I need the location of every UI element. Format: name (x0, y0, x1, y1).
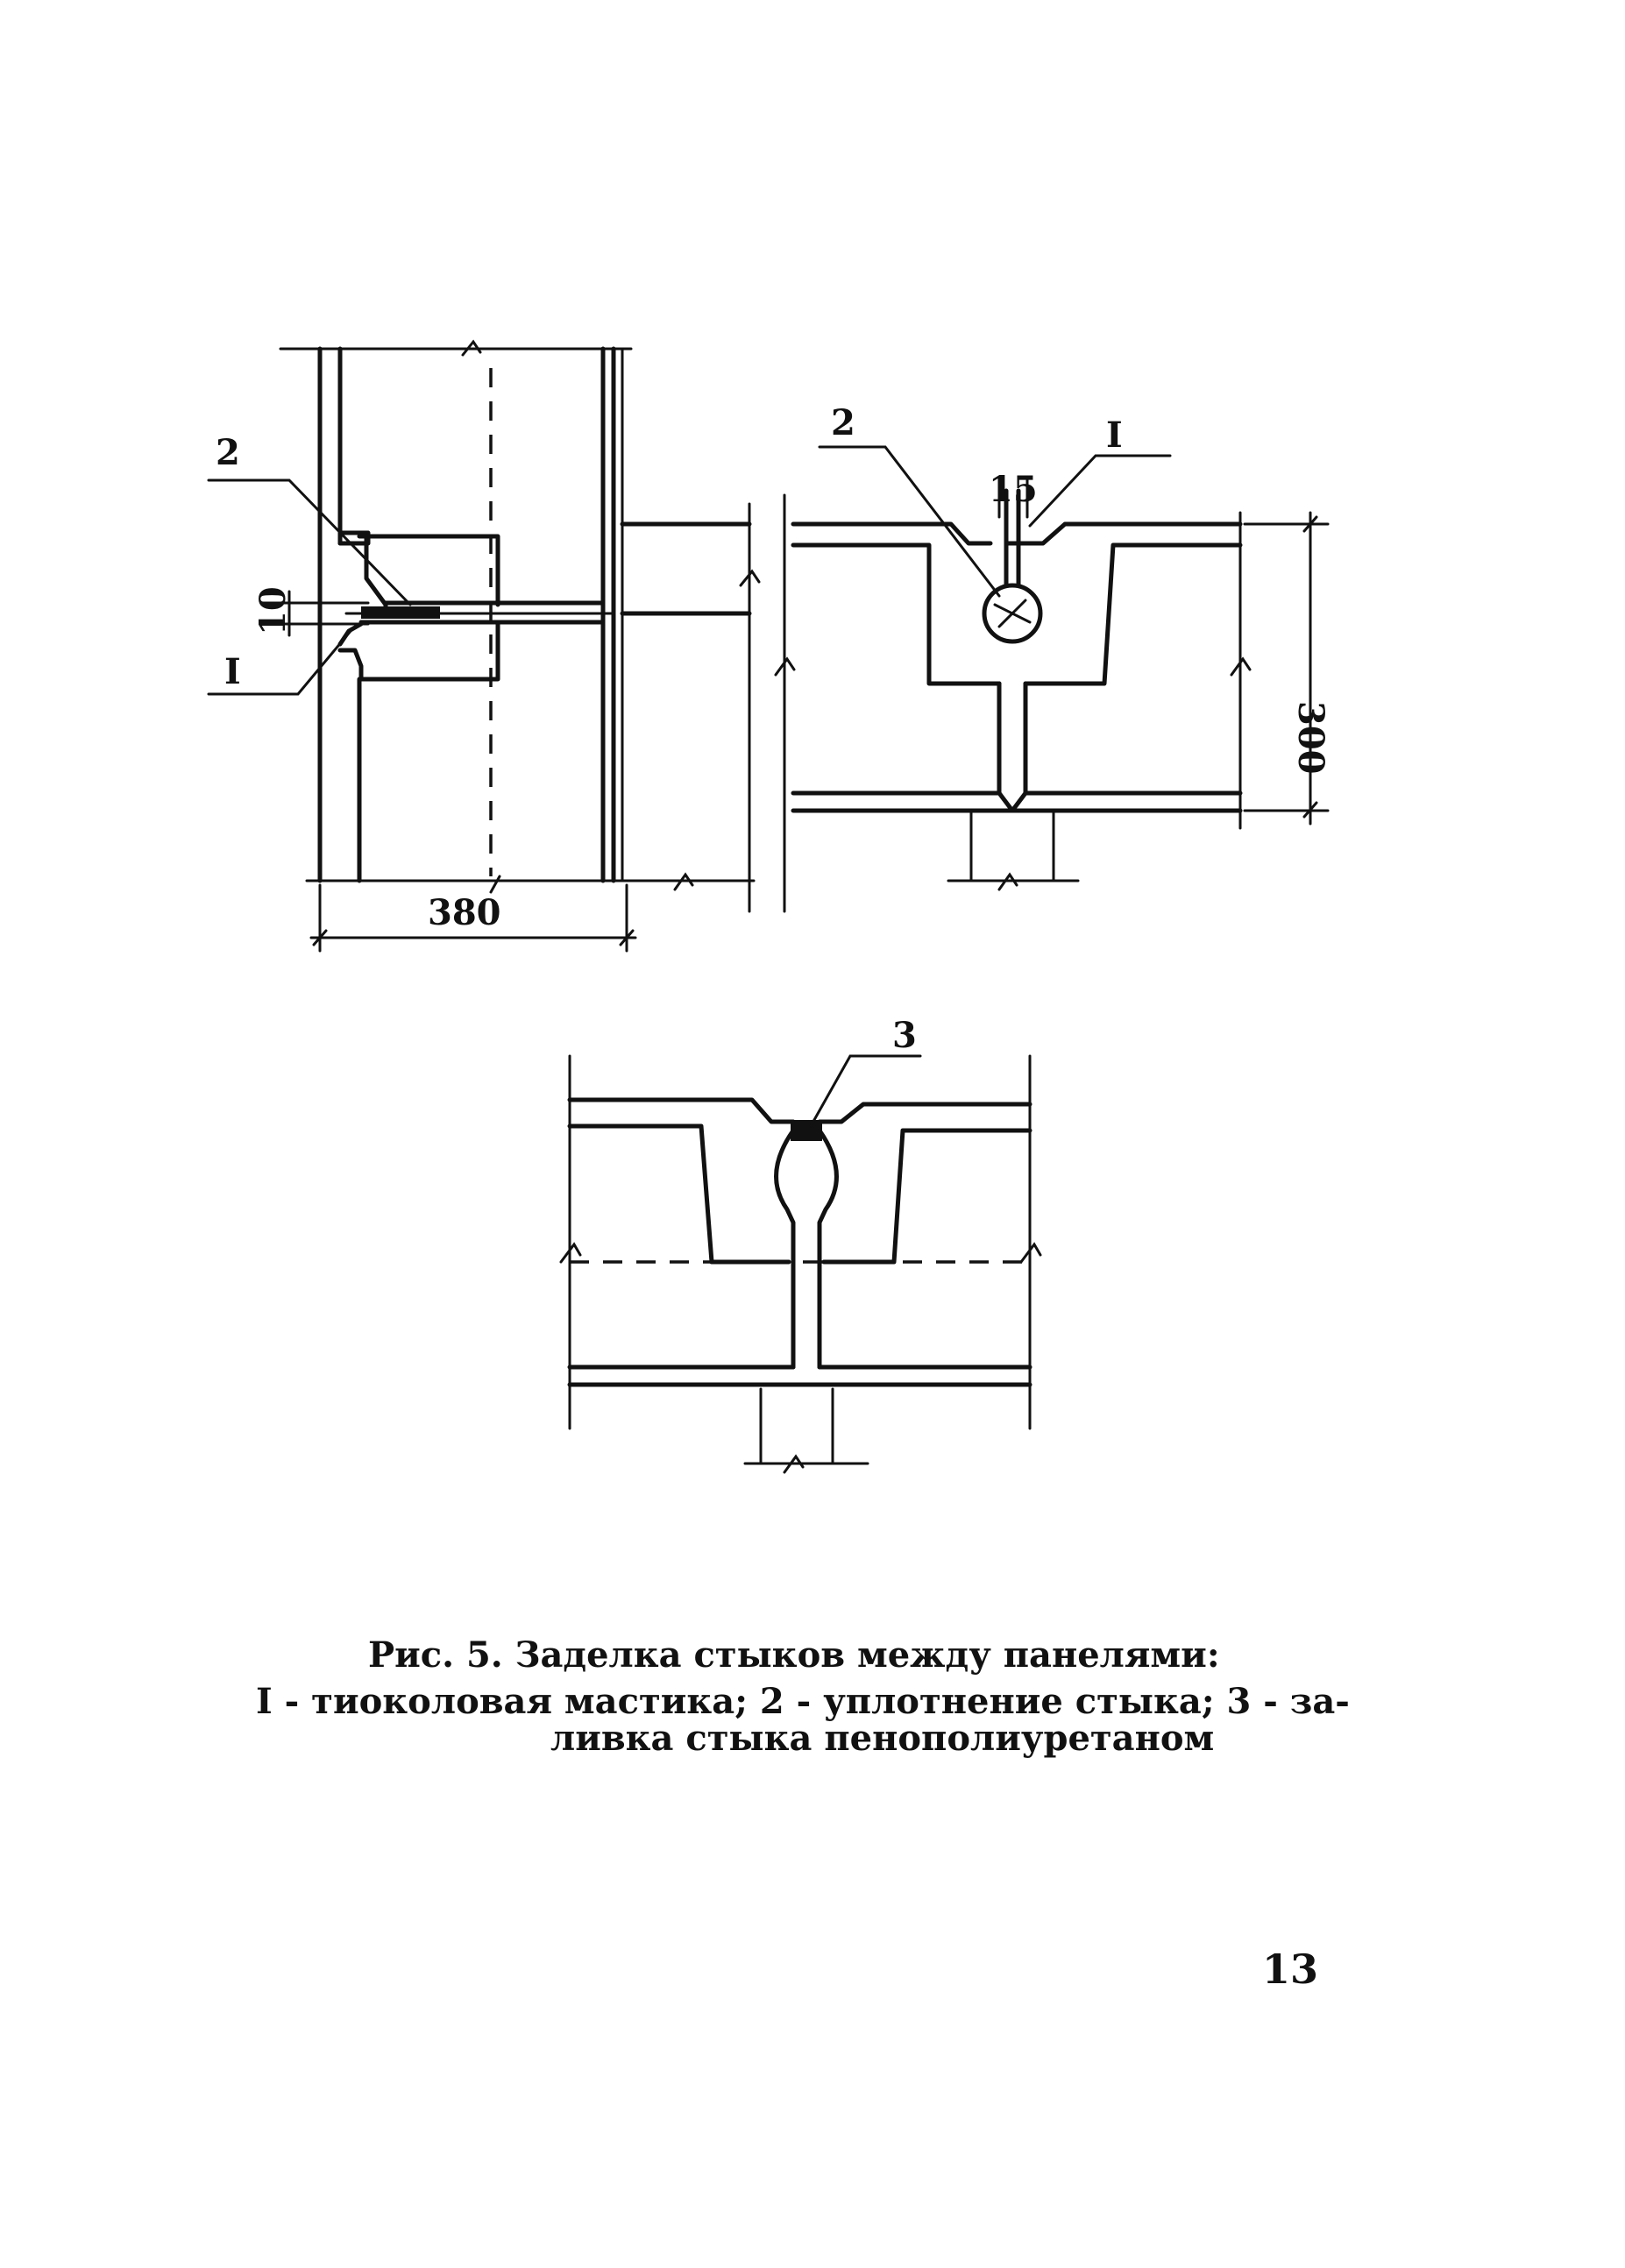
left-dim-10: 10 (252, 586, 294, 635)
figure-caption-line-1: Рис. 5. Заделка стыков между панелями: (368, 1634, 1220, 1676)
seal-gasket (982, 583, 1043, 644)
figure-caption-line-2: I - тиоколовая мастика; 2 - уплотнение с… (256, 1681, 1350, 1722)
foam-fill (791, 1120, 822, 1141)
right-section-detail (774, 445, 1330, 913)
right-dim-15: 15 (989, 469, 1038, 510)
sealant-material (361, 606, 440, 619)
left-dim-380: 380 (428, 892, 501, 933)
right-label-2: 2 (831, 402, 855, 443)
figure-caption-line-3: ливка стыка пенополиуретаном (550, 1718, 1215, 1759)
right-dim-300: 300 (1290, 701, 1331, 775)
left-label-2: 2 (216, 432, 240, 473)
right-label-1: I (1106, 415, 1123, 456)
bottom-label-3: 3 (892, 1015, 917, 1056)
page-number: 13 (1262, 1946, 1319, 1993)
bottom-section-detail (559, 1054, 1042, 1474)
left-label-1: I (224, 651, 241, 692)
left-section-detail (207, 339, 761, 953)
